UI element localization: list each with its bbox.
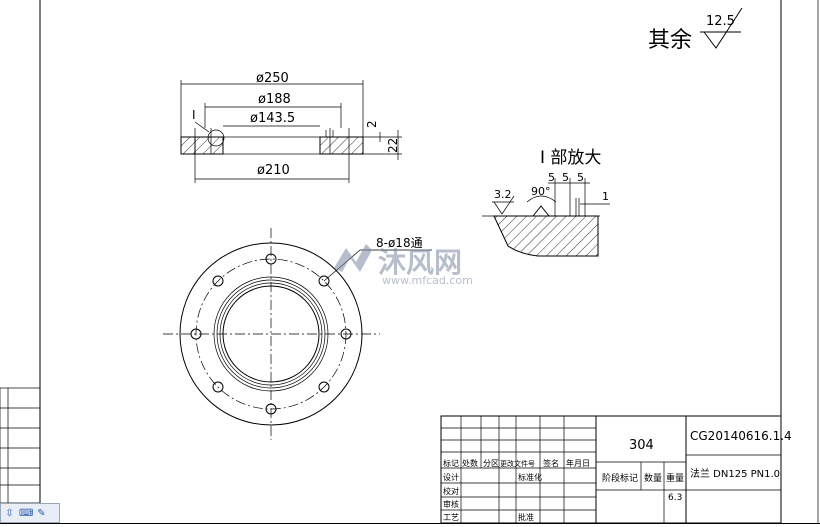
left-stub-table (0, 387, 41, 504)
bolt-circle (195, 258, 347, 410)
roughness-symbol (700, 7, 743, 49)
bolt-hole (318, 381, 330, 393)
bolt-hole (190, 328, 202, 340)
dim-143-5: ø143.5 (250, 111, 295, 126)
header-sign: 签名 (543, 458, 559, 468)
roughness-label: 其余 (648, 28, 692, 53)
drawing-number: CG20140616.1.4 (690, 429, 792, 443)
watermark-url: www.mfcad.com (382, 274, 473, 287)
material: 304 (629, 438, 654, 453)
title-block: 304 CG20140616.1.4 法兰 DN125 PN1.0 标记 处数 … (440, 415, 792, 524)
settings-icon[interactable]: ✎ (37, 507, 46, 519)
quantity-label: 数量 (644, 472, 662, 484)
bolt-hole (340, 328, 352, 340)
detail-dim-1: 1 (602, 190, 609, 203)
row-design: 设计 (443, 472, 459, 482)
scale-value: 6.3 (668, 493, 682, 503)
detail-dim-5a: 5 (548, 171, 555, 184)
part-name: 法兰 DN125 PN1.0 (690, 467, 780, 480)
header-mark: 标记 (443, 458, 459, 468)
taskbar: ⇳ ⌨ ✎ (0, 503, 60, 523)
dim-22: 22 (386, 138, 400, 153)
flange-section-view: I ø250 ø188 ø143.5 ø210 2 22 (180, 71, 402, 183)
detail-view: I 部放大 5 5 5 1 90° 3.2 (482, 148, 610, 257)
header-zone: 分区 (483, 459, 499, 468)
detail-dim-5c: 5 (577, 171, 584, 184)
holes-label: 8-ø18通 (376, 236, 423, 250)
dim-2: 2 (365, 120, 379, 128)
row-process: 工艺 (443, 513, 459, 522)
watermark-brand: 沐风网 (378, 246, 462, 279)
approve-label: 批准 (518, 512, 534, 522)
outer-circle (179, 242, 363, 426)
detail-dim-5b: 5 (562, 171, 569, 184)
bolt-hole (212, 381, 224, 393)
roughness-note: 其余 12.5 (648, 7, 743, 53)
arrow-icon[interactable]: ⇳ (5, 507, 14, 519)
dim-250: ø250 (256, 71, 289, 86)
watermark-logo-icon (334, 244, 372, 272)
row-review: 审核 (443, 499, 459, 509)
bolt-hole (212, 275, 224, 287)
keyboard-icon[interactable]: ⌨ (19, 507, 34, 519)
row-check: 校对 (443, 486, 459, 496)
detail-roughness: 3.2 (494, 188, 512, 201)
dim-210: ø210 (257, 163, 290, 178)
header-count: 处数 (462, 458, 478, 468)
header-date: 年月日 (566, 458, 590, 468)
detail-marker-label: I (192, 108, 196, 122)
dim-188: ø188 (258, 92, 291, 107)
stage-mark-label: 阶段标记 (602, 472, 638, 484)
watermark: 沐风网 www.mfcad.com (334, 244, 473, 287)
weight-label: 重量 (666, 472, 684, 484)
bottom-border (0, 523, 820, 524)
detail-marker-circle (207, 129, 225, 147)
flange-front-view: 8-ø18通 (163, 228, 432, 440)
detail-angle: 90° (531, 185, 551, 198)
header-change: 更改文件号 (500, 459, 535, 468)
bolt-hole (318, 275, 330, 287)
detail-title: I 部放大 (540, 148, 601, 168)
standardize-label: 标准化 (518, 472, 542, 482)
roughness-value: 12.5 (706, 14, 735, 29)
bolt-hole (265, 253, 277, 265)
bolt-hole (265, 403, 277, 415)
